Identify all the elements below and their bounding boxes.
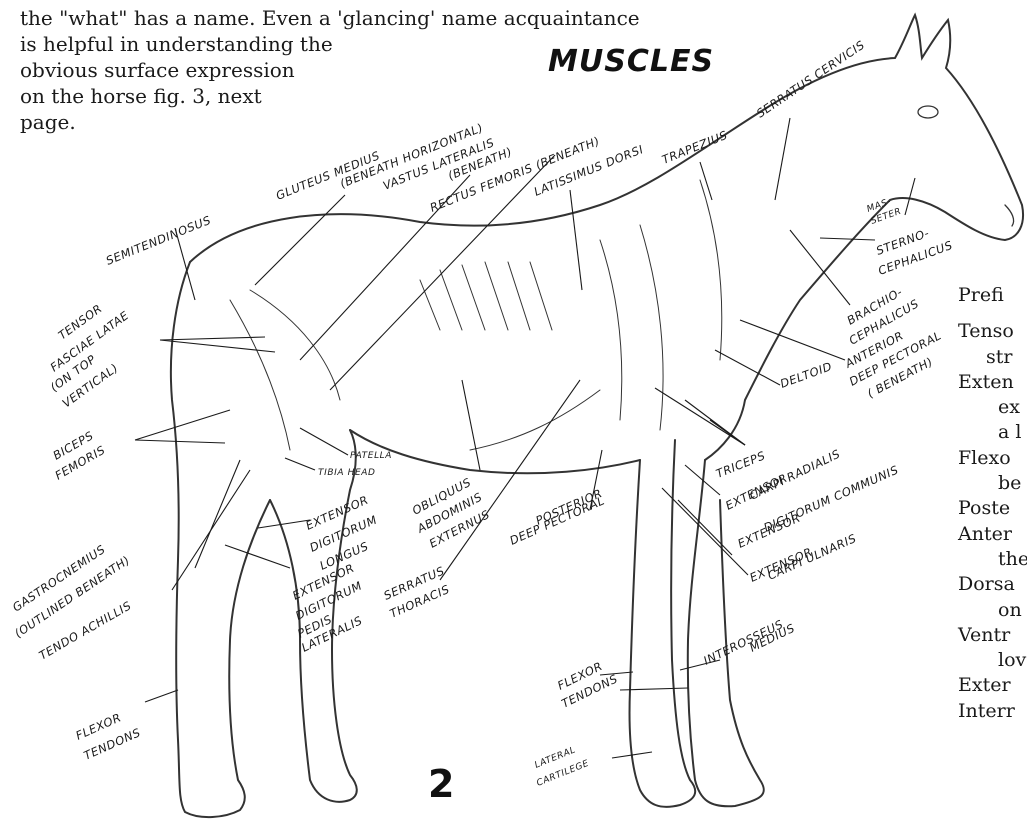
side-line: be (958, 471, 1027, 496)
side-line: Exten (958, 370, 1027, 395)
side-line: Dorsa (958, 572, 1027, 597)
side-line: Anter (958, 522, 1027, 547)
side-line: Exter (958, 673, 1027, 698)
side-line: lov (958, 648, 1027, 673)
leader-lines (135, 118, 915, 758)
label-tibia-head: TIBIA HEAD (318, 468, 376, 478)
side-line: str (958, 345, 1027, 370)
side-line: Poste (958, 496, 1027, 521)
side-line: on (958, 598, 1027, 623)
label-deltoid: DELTOID (778, 359, 834, 391)
page-number: 2 (428, 762, 454, 806)
label-trapezius: TRAPEZIUS (660, 128, 730, 167)
diagram-title: MUSCLES (548, 44, 714, 79)
side-line: Tenso (958, 319, 1027, 344)
label-patella: PATELLA (350, 451, 392, 461)
side-line: a l (958, 420, 1027, 445)
label-semitendinosus: SEMITENDINOSUS (104, 213, 213, 268)
muscle-labels: SEMITENDINOSUS GLUTEUS MEDIUS (BENEATH H… (10, 38, 955, 789)
label-posterior-deep-pectoral-2: DEEP PECTORAL (508, 493, 607, 547)
label-serratus-cervicis: SERRATUS CERVICIS (754, 38, 867, 121)
side-line: Ventr (958, 623, 1027, 648)
side-column-text: Prefi Tenso str Exten ex a l Flexo be Po… (958, 283, 1027, 724)
side-line: ex (958, 395, 1027, 420)
label-triceps: TRICEPS (714, 448, 768, 481)
side-line: the (958, 547, 1027, 572)
side-line: Flexo (958, 446, 1027, 471)
side-line: Prefi (958, 283, 1027, 308)
side-line: Interr (958, 699, 1027, 724)
